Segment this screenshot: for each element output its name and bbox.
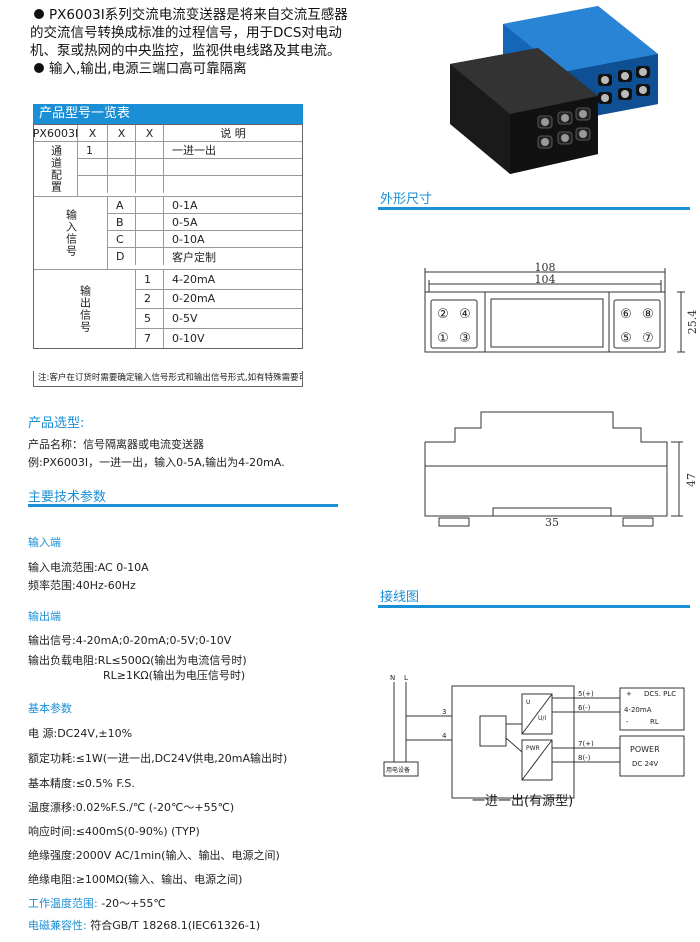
table-header-row: PX6003I X X X 说 明 bbox=[32, 125, 302, 142]
table-note: 注:客户在订货时需要确定输入信号形式和输出信号形式,如有特殊需要可以定制. bbox=[33, 371, 303, 387]
temp-drift-spec: 温度漂移:0.02%F.S./℃ (-20℃～+55℃) bbox=[28, 801, 235, 814]
wiring-caption: 一进一出(有源型) bbox=[472, 794, 574, 809]
table-header-cell: X bbox=[78, 125, 108, 141]
table-cell: 0-20mA bbox=[172, 292, 216, 306]
table-cell: C bbox=[108, 231, 136, 247]
label-dc: DC 24V bbox=[632, 760, 658, 768]
table-cell: 1 bbox=[78, 142, 108, 158]
input-label: 输入信号 bbox=[34, 197, 108, 269]
selection-name: 产品名称：信号隔离器或电流变送器 bbox=[28, 438, 204, 451]
section-divider bbox=[378, 207, 690, 210]
dim-25-4: 25.4 bbox=[686, 310, 699, 335]
terminal-5: ⑤ bbox=[620, 331, 632, 346]
dim-35: 35 bbox=[545, 516, 559, 529]
label-dcs: DCS. PLC bbox=[644, 690, 676, 698]
terminal-7: ⑦ bbox=[642, 331, 654, 346]
table-header-cell: X bbox=[108, 125, 136, 141]
label-7: 7(+) bbox=[578, 740, 594, 748]
tech-heading: 主要技术参数 bbox=[28, 490, 107, 505]
insulation-resistance-spec: 绝缘电阻:≥100MΩ(输入、输出、电源之间) bbox=[28, 873, 243, 886]
table-cell: B bbox=[108, 214, 136, 230]
load-voltage: RL≥1KΩ(输出为电压信号时) bbox=[103, 669, 246, 682]
section-divider bbox=[28, 504, 338, 507]
output-block: 输出信号 1 4-20mA 2 0-20mA 5 0-5V 7 0-10V bbox=[34, 270, 302, 348]
dimensions-heading: 外形尺寸 bbox=[380, 192, 433, 207]
output-signal: 输出信号:4-20mA;0-20mA;0-5V;0-10V bbox=[28, 634, 232, 647]
table-cell: 2 bbox=[136, 289, 164, 308]
label-plus: + bbox=[626, 690, 632, 698]
bullet-icon bbox=[34, 9, 44, 19]
input-block: 输入信号 A 0-1A B 0-5A C 0-10A D 客户定制 bbox=[34, 197, 302, 270]
terminal-1: ① bbox=[437, 331, 449, 346]
label-ui: U/I bbox=[538, 715, 546, 722]
intro-text: PX6003I系列交流电流变送器是将来自交流互感器 的交流信号转换成标准的过程信… bbox=[30, 7, 348, 77]
basic-heading: 基本参数 bbox=[28, 702, 72, 715]
table-cell: 客户定制 bbox=[172, 250, 216, 264]
emc-spec: 电磁兼容性: 符合GB/T 18268.1(IEC61326-1) bbox=[28, 919, 261, 932]
output-label: 输出信号 bbox=[34, 270, 136, 348]
label-5: 5(+) bbox=[578, 690, 594, 698]
table-cell: D bbox=[108, 248, 136, 265]
table-cell: A bbox=[108, 197, 136, 213]
label-pwr: PWR bbox=[526, 745, 540, 752]
label-l: L bbox=[404, 674, 408, 682]
terminal-6: ⑥ bbox=[620, 307, 632, 322]
dim-104: 104 bbox=[535, 273, 556, 286]
accuracy-spec: 基本精度:≤0.5% F.S. bbox=[28, 777, 135, 790]
dimension-drawing: 108 104 25.4 47 35 ② ④ ① ③ ⑥ ⑧ ⑤ ⑦ bbox=[424, 262, 699, 529]
rated-power-spec: 额定功耗:≤1W(一进一出,DC24V供电,20mA输出时) bbox=[28, 752, 288, 765]
channel-block: 通道配置 1 一进一出 bbox=[34, 142, 302, 197]
table-header-cell: 说 明 bbox=[220, 127, 246, 140]
input-range: 输入电流范围:AC 0-10A bbox=[28, 561, 149, 574]
table-cell: 一进一出 bbox=[172, 144, 216, 157]
selection-heading: 产品选型: bbox=[28, 416, 85, 431]
terminal-3: ③ bbox=[459, 331, 471, 346]
label-minus: - bbox=[626, 718, 629, 726]
table-cell: 1 bbox=[136, 270, 164, 289]
label-6: 6(-) bbox=[578, 704, 591, 712]
table-header-cell: X bbox=[136, 125, 164, 141]
table-cell: 5 bbox=[136, 309, 164, 328]
model-table: PX6003I X X X 说 明 通道配置 1 一进一出 输入信号 A 0-1A … bbox=[33, 124, 303, 349]
table-cell: 7 bbox=[136, 328, 164, 348]
terminal-2: ② bbox=[437, 307, 449, 322]
load-current: 输出负载电阻:RL≤500Ω(输出为电流信号时) bbox=[28, 654, 247, 667]
table-cell: 0-5A bbox=[172, 215, 198, 229]
input-heading: 输入端 bbox=[28, 536, 61, 549]
label-8: 8(-) bbox=[578, 754, 591, 762]
label-n: N bbox=[390, 674, 395, 682]
table-cell: 4-20mA bbox=[172, 272, 216, 286]
op-temp-spec: 工作温度范围: -20～+55℃ bbox=[28, 897, 166, 910]
label-3: 3 bbox=[442, 708, 446, 716]
terminal-8: ⑧ bbox=[642, 307, 654, 322]
label-rl: RL bbox=[650, 718, 659, 726]
table-cell: 0-10V bbox=[172, 331, 205, 345]
channel-label: 通道配置 bbox=[34, 142, 78, 196]
bullet-icon bbox=[34, 63, 44, 73]
table-cell: 0-1A bbox=[172, 198, 198, 212]
label-signal: 4-20mA bbox=[624, 706, 652, 714]
label-power: POWER bbox=[630, 745, 660, 754]
section-divider bbox=[378, 605, 690, 608]
dim-47: 47 bbox=[685, 473, 698, 487]
product-image bbox=[450, 6, 658, 174]
wiring-heading: 接线图 bbox=[380, 590, 420, 605]
model-table-title: 产品型号一览表 bbox=[33, 104, 303, 124]
table-cell: 0-5V bbox=[172, 311, 198, 325]
label-u: U bbox=[526, 699, 530, 706]
table-header-cell: PX6003I bbox=[32, 125, 79, 141]
insulation-strength-spec: 绝缘强度:2000V AC/1min(输入、输出、电源之间) bbox=[28, 849, 280, 862]
freq-range: 频率范围:40Hz-60Hz bbox=[28, 579, 136, 592]
power-spec: 电 源:DC24V,±10% bbox=[28, 727, 133, 740]
output-heading: 输出端 bbox=[28, 610, 61, 623]
label-4: 4 bbox=[442, 732, 447, 740]
wiring-diagram: N L 3 4 5(+) 6(-) 7(+) 8(-) + DCS. PLC 4… bbox=[383, 674, 685, 799]
dim-108: 108 bbox=[535, 262, 556, 274]
response-spec: 响应时间:≤400mS(0-90%) (TYP) bbox=[28, 825, 200, 838]
selection-example: 例:PX6003I，一进一出，输入0-5A,输出为4-20mA. bbox=[28, 456, 285, 469]
label-load: 用电设备 bbox=[386, 766, 410, 774]
table-cell: 0-10A bbox=[172, 232, 205, 246]
terminal-4: ④ bbox=[459, 307, 471, 322]
